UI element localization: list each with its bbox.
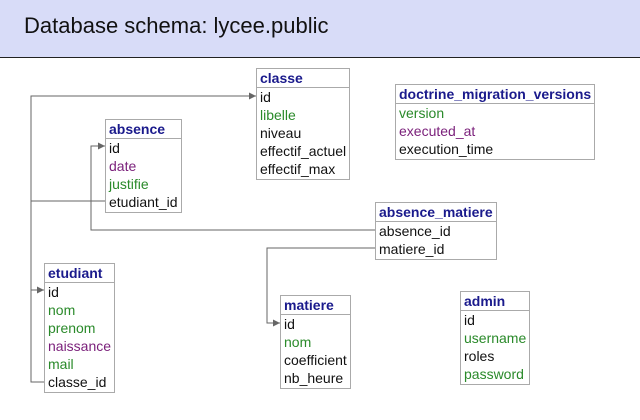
table-absence-matiere[interactable]: absence_matiere absence_id matiere_id (375, 202, 497, 260)
column-niveau[interactable]: niveau (260, 125, 302, 141)
column-naissance[interactable]: naissance (48, 338, 112, 354)
table-name[interactable]: admin (461, 292, 530, 311)
column-username[interactable]: username (464, 330, 527, 346)
table-admin[interactable]: admin id username roles password (460, 291, 531, 385)
column-id[interactable]: id (109, 140, 120, 156)
column-absence-id[interactable]: absence_id (379, 223, 451, 239)
column-id[interactable]: id (284, 316, 295, 332)
table-matiere[interactable]: matiere id nom coefficient nb_heure (280, 295, 351, 389)
link-absencematiere-matiere (266, 247, 376, 327)
table-name[interactable]: classe (257, 69, 350, 88)
column-matiere-id[interactable]: matiere_id (379, 241, 445, 257)
table-name[interactable]: matiere (281, 296, 350, 315)
column-password[interactable]: password (464, 366, 524, 382)
column-justifie[interactable]: justifie (109, 176, 149, 192)
page-title: Database schema: lycee.public (24, 13, 329, 38)
diagram-header: Database schema: lycee.public (0, 0, 640, 58)
column-effectif-max[interactable]: effectif_max (260, 161, 336, 177)
column-libelle[interactable]: libelle (260, 107, 296, 123)
column-effectif-actuel[interactable]: effectif_actuel (260, 143, 347, 159)
table-name[interactable]: doctrine_migration_versions (396, 85, 595, 104)
table-name[interactable]: etudiant (45, 264, 115, 283)
column-etudiant-id[interactable]: etudiant_id (109, 194, 178, 210)
link-absencematiere-absence (90, 142, 376, 231)
column-date[interactable]: date (109, 158, 137, 174)
table-absence[interactable]: absence id date justifie etudiant_id (105, 119, 182, 213)
table-name[interactable]: absence_matiere (376, 203, 496, 222)
column-id[interactable]: id (48, 284, 59, 300)
table-name[interactable]: absence (106, 120, 181, 139)
column-classe-id[interactable]: classe_id (48, 374, 107, 390)
column-nb-heure[interactable]: nb_heure (284, 370, 344, 386)
column-coefficient[interactable]: coefficient (284, 352, 347, 368)
column-mail[interactable]: mail (48, 356, 74, 372)
column-nom[interactable]: nom (284, 334, 312, 350)
column-id[interactable]: id (260, 89, 271, 105)
column-prenom[interactable]: prenom (48, 320, 96, 336)
column-version[interactable]: version (399, 105, 445, 121)
column-id[interactable]: id (464, 312, 475, 328)
link-etudiant-classe (30, 92, 256, 383)
column-nom[interactable]: nom (48, 302, 76, 318)
table-doctrine-migration-versions[interactable]: doctrine_migration_versions version execu… (395, 84, 596, 160)
column-execution-time[interactable]: execution_time (399, 141, 494, 157)
column-roles[interactable]: roles (464, 348, 495, 364)
column-executed-at[interactable]: executed_at (399, 123, 476, 139)
table-etudiant[interactable]: etudiant id nom prenom naissance mail classe_… (44, 263, 116, 393)
